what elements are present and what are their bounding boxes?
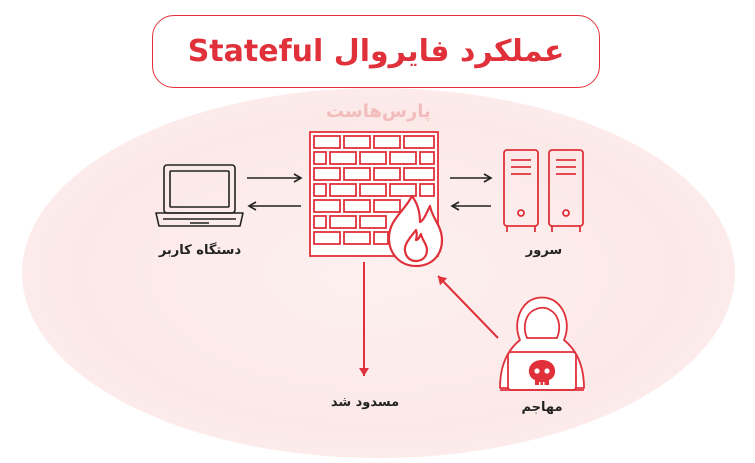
laptop-icon bbox=[155, 164, 244, 227]
hacker-icon bbox=[499, 296, 585, 391]
fire-icon bbox=[387, 194, 444, 268]
attacker-label: مهاجم bbox=[521, 400, 563, 415]
user-device-label: دستگاه کاربر bbox=[158, 243, 242, 258]
title-box: عملکرد فایروال Stateful bbox=[152, 15, 600, 88]
attack-arrow bbox=[437, 275, 499, 339]
laptop-arrows bbox=[247, 173, 303, 211]
brand-watermark: پارس‌هاست bbox=[326, 101, 431, 122]
blocked-label: مسدود شد bbox=[330, 395, 400, 410]
page-title: عملکرد فایروال Stateful bbox=[187, 34, 565, 69]
server-arrows bbox=[450, 173, 493, 211]
server-icon bbox=[503, 149, 584, 232]
server-label: سرور bbox=[525, 243, 563, 258]
skull-icon bbox=[528, 360, 556, 385]
